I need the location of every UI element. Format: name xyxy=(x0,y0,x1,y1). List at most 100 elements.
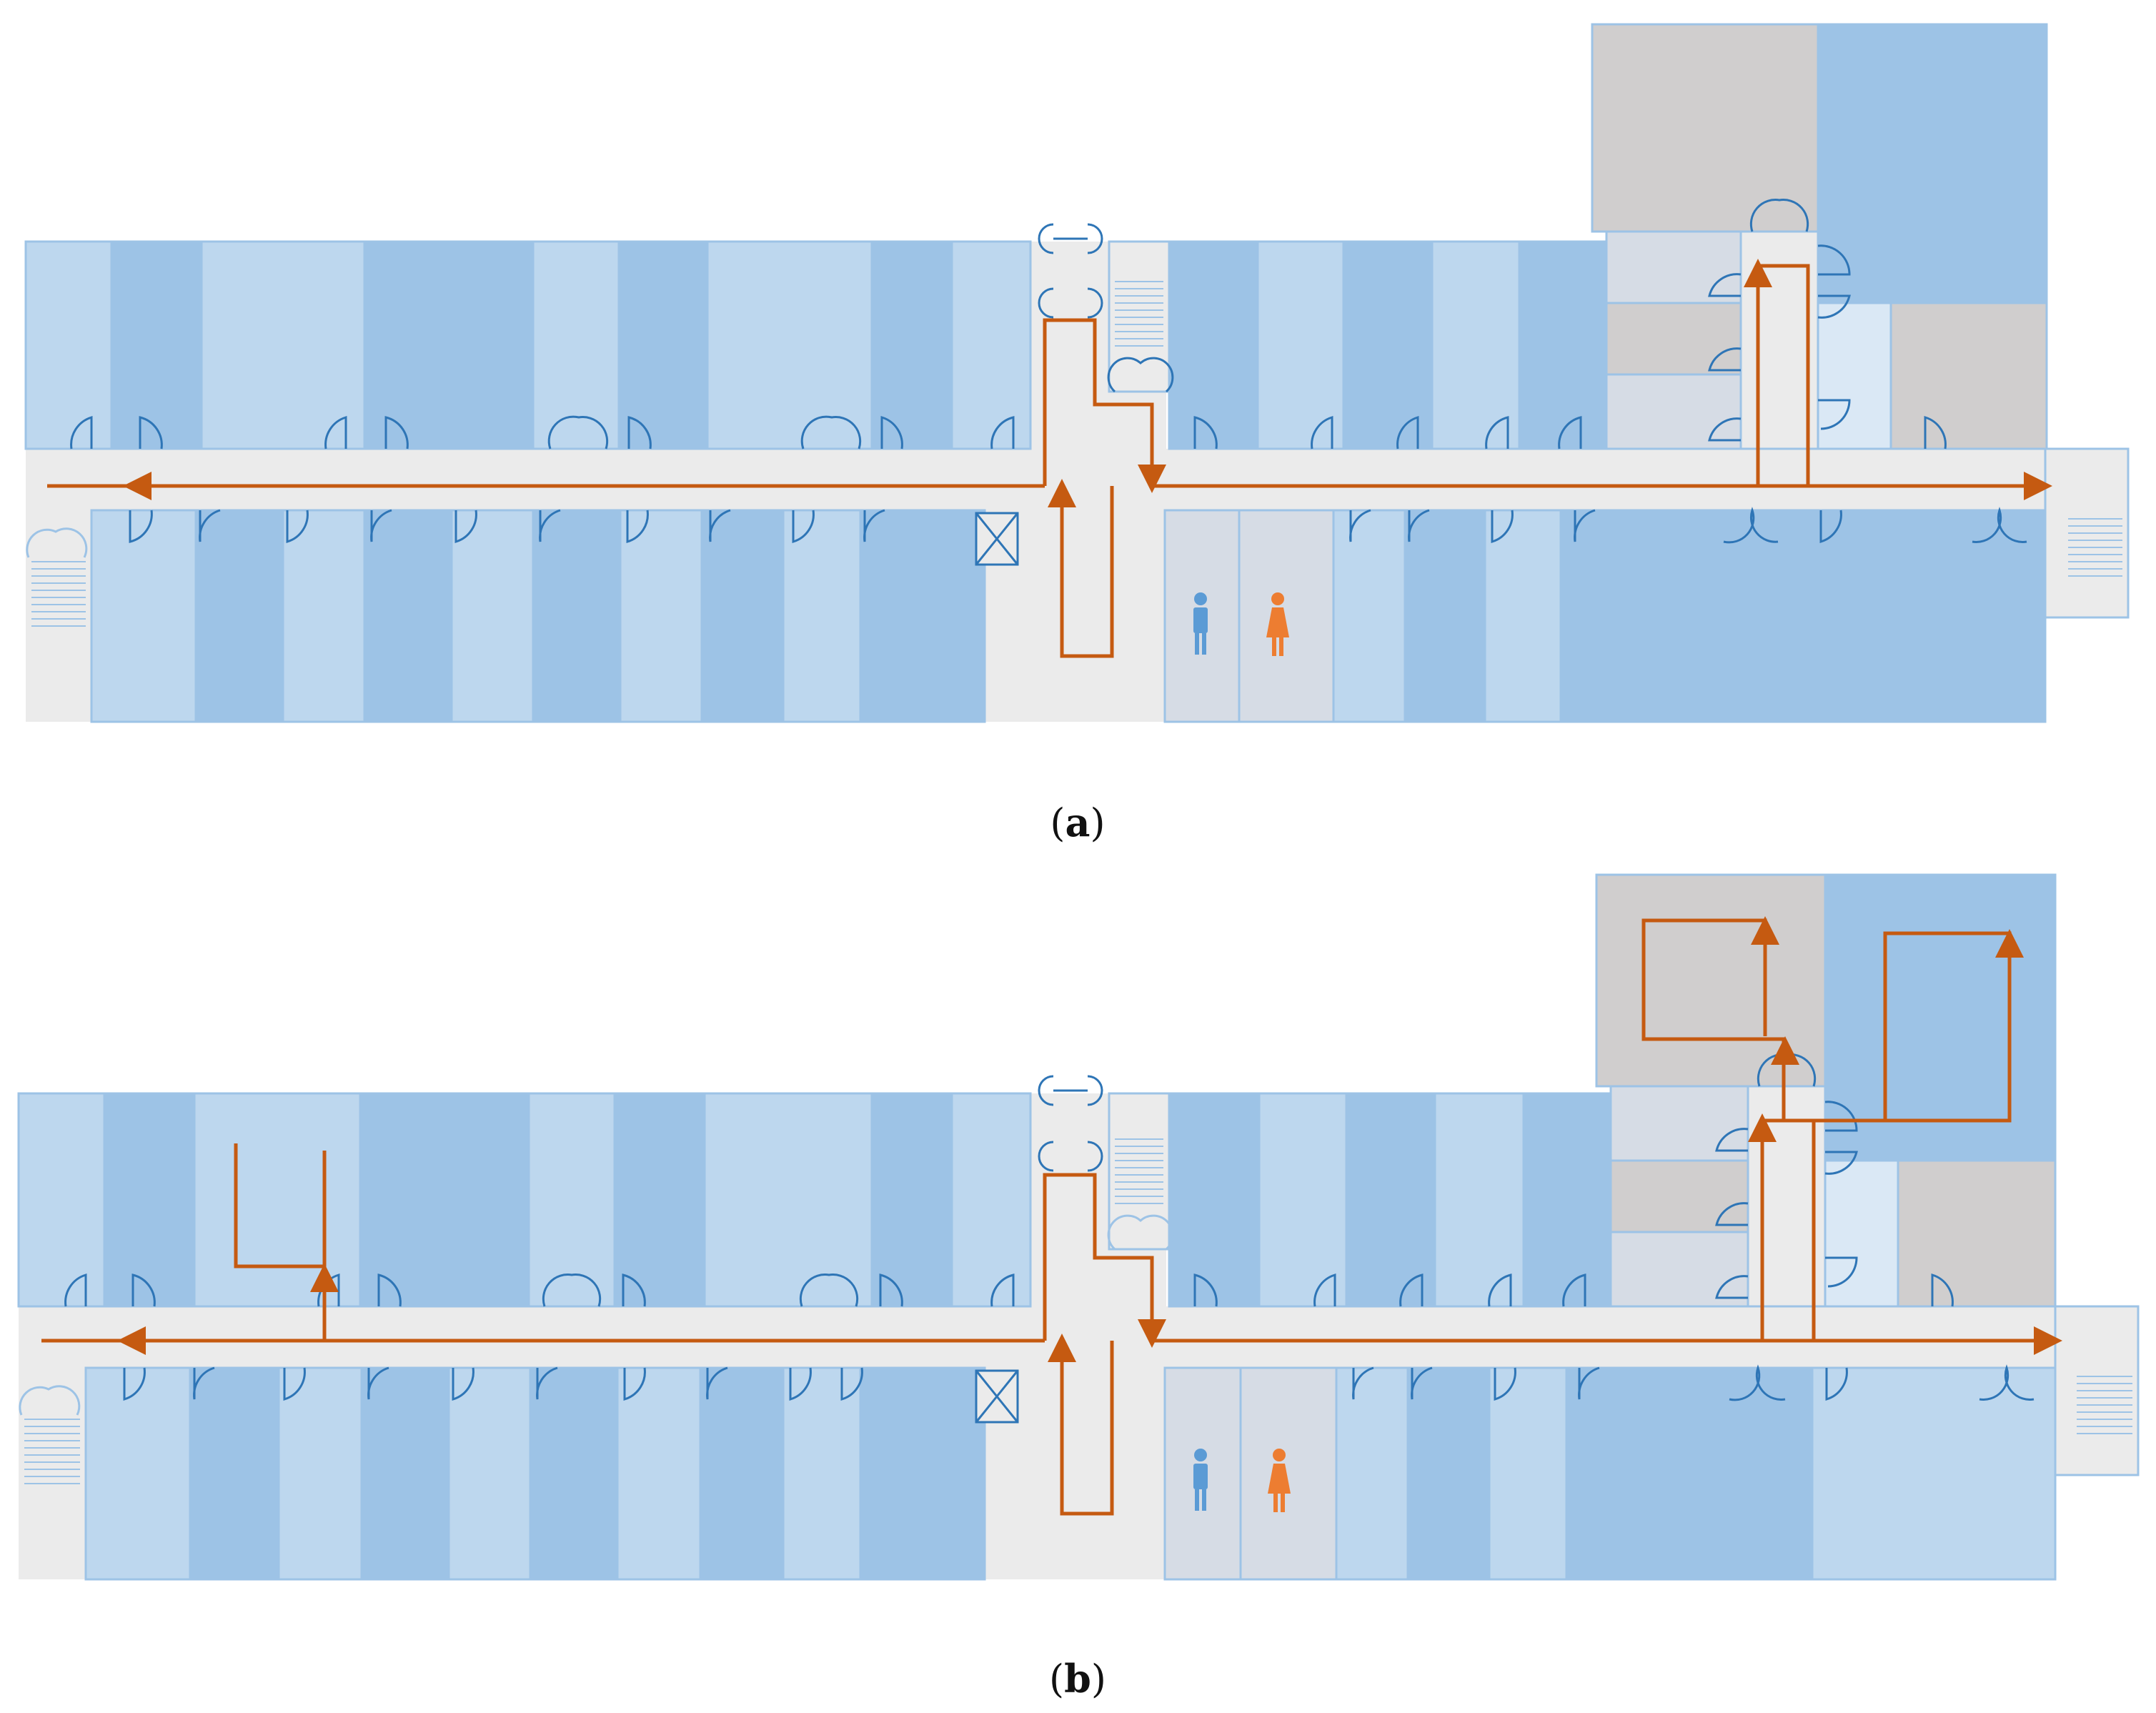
room xyxy=(950,240,1032,450)
top-rooms-a xyxy=(24,240,1608,450)
left-stair-block-b xyxy=(19,1368,86,1579)
room xyxy=(1484,509,1562,723)
room xyxy=(870,240,953,450)
room xyxy=(1431,240,1521,450)
grey-room xyxy=(1889,302,2048,450)
grey-room xyxy=(1605,302,1742,376)
room xyxy=(859,509,986,723)
room xyxy=(859,1366,986,1581)
room xyxy=(1335,1366,1409,1581)
door-swing-icon xyxy=(64,1053,2035,1401)
room xyxy=(1559,509,1807,723)
pale-room xyxy=(1817,302,1892,450)
room xyxy=(1258,1092,1348,1308)
caption-open-paren: ( xyxy=(1050,800,1065,845)
room xyxy=(1168,240,1259,450)
staircase-icon xyxy=(2077,1376,2132,1434)
room xyxy=(529,1366,619,1581)
room xyxy=(1565,1366,1814,1581)
room xyxy=(1256,240,1345,450)
room xyxy=(1522,1092,1612,1308)
elevator-icon xyxy=(975,1369,1019,1424)
grey-room xyxy=(1897,1159,2057,1308)
grey-room xyxy=(1609,1159,1749,1233)
room xyxy=(782,509,862,723)
door-swing-icon xyxy=(70,199,2027,544)
staircase-icon xyxy=(1115,281,1163,347)
room xyxy=(616,1366,702,1581)
pale-room xyxy=(1824,1159,1899,1308)
restroom-female xyxy=(1239,1366,1338,1581)
room xyxy=(363,509,453,723)
door-swing-icon xyxy=(19,1214,1174,1416)
top-rooms-b xyxy=(17,1092,1612,1308)
caption-letter: b xyxy=(1064,1656,1091,1702)
room xyxy=(700,509,785,723)
room xyxy=(282,509,366,723)
room xyxy=(447,1366,532,1581)
blue-room xyxy=(1817,23,2048,304)
room xyxy=(200,240,366,450)
panel-b-caption: (b) xyxy=(1049,1656,1106,1702)
room xyxy=(1811,1366,2057,1581)
service-room xyxy=(1609,1085,1749,1162)
room xyxy=(527,1092,616,1308)
service-room xyxy=(1609,1231,1749,1308)
east-wing-b xyxy=(1595,873,2057,1308)
staircase-icon xyxy=(24,1419,80,1484)
service-room xyxy=(1605,230,1742,304)
room xyxy=(1518,240,1608,450)
panel-a-caption: (a) xyxy=(1050,800,1105,845)
corridor-b xyxy=(19,1306,2138,1368)
service-room xyxy=(1605,373,1742,450)
male-restroom-icon xyxy=(1193,592,1208,655)
female-restroom-icon xyxy=(1268,1449,1291,1512)
room xyxy=(532,509,622,723)
female-restroom-icon xyxy=(1266,592,1289,656)
staircase-icon xyxy=(31,561,86,627)
room xyxy=(617,240,709,450)
room xyxy=(1434,1092,1525,1308)
evacuation-path-a xyxy=(47,259,2052,658)
room xyxy=(17,1092,106,1308)
room xyxy=(189,1366,280,1581)
caption-open-paren: ( xyxy=(1049,1657,1064,1702)
room xyxy=(950,1092,1032,1308)
door-swing-icon xyxy=(26,527,88,558)
floor-plan-b xyxy=(17,873,2140,1581)
staircase-icon xyxy=(2068,518,2122,577)
corridor-a xyxy=(26,449,2127,510)
bottom-rooms-a xyxy=(90,509,2047,723)
room xyxy=(1406,1366,1491,1581)
room xyxy=(613,1092,706,1308)
room xyxy=(360,1366,450,1581)
east-wing-a xyxy=(1591,23,2048,450)
room xyxy=(90,509,197,723)
caption-close-paren: ) xyxy=(1091,1657,1106,1702)
stairwell xyxy=(1108,1092,1171,1251)
room xyxy=(1804,509,2047,723)
evacuation-path-b xyxy=(41,916,2062,1516)
left-stair-block-a xyxy=(26,510,91,722)
floor-plan-a xyxy=(24,23,2130,723)
caption-close-paren: ) xyxy=(1091,800,1106,845)
male-restroom-icon xyxy=(1193,1449,1208,1511)
room xyxy=(870,1092,953,1308)
blue-room xyxy=(1824,873,2057,1162)
grey-room xyxy=(1591,23,1819,233)
room xyxy=(1332,509,1406,723)
room xyxy=(619,509,703,723)
room xyxy=(706,240,873,450)
room xyxy=(782,1366,862,1581)
room xyxy=(703,1092,873,1308)
elevator-icon xyxy=(975,512,1019,566)
room xyxy=(450,509,535,723)
restroom-female xyxy=(1238,509,1335,723)
room xyxy=(1345,1092,1436,1308)
room xyxy=(699,1366,785,1581)
room xyxy=(193,1092,362,1308)
room xyxy=(277,1366,363,1581)
staircase-icon xyxy=(1115,1138,1163,1204)
room xyxy=(110,240,203,450)
